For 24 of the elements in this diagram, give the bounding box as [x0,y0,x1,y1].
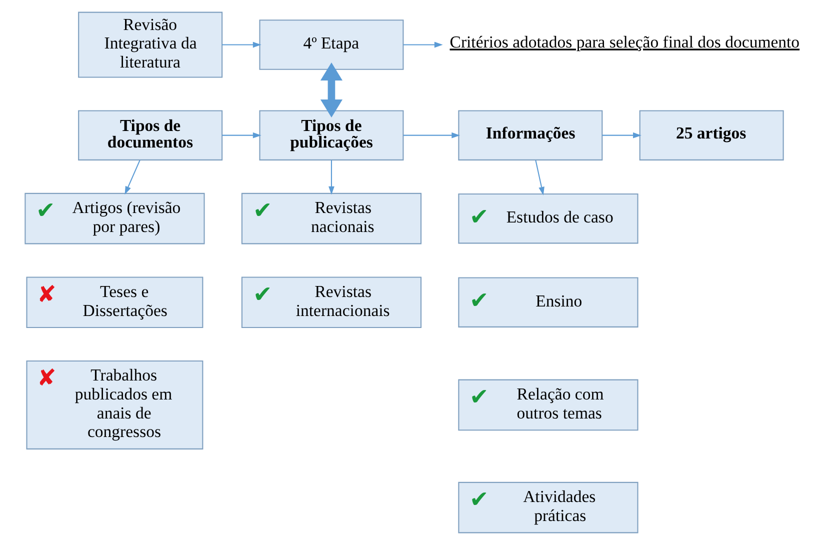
node-box: Tipos de publicações [258,110,404,160]
node-box: ✘ Trabalhos publicados em anais de congressos [26,360,203,450]
arrow [222,42,261,48]
node-box: ✔ Ensino [458,277,638,328]
node-box: ✔ Estudos de caso [458,193,638,244]
node-box: ✔ Revistas internacionais [240,276,422,328]
arrow [402,132,460,138]
node-box: ✔ Revistas nacionais [240,192,422,244]
arrow [602,132,641,138]
node-box: Tipos de documentos [78,110,222,160]
node-box: ✔ Atividades práticas [458,482,638,534]
node-box: Revisão Integrativa da literatura [78,12,222,78]
node-box: ✔ Relação com outros temas [458,379,638,431]
node-box: Informações [458,110,602,160]
node-box: 25 artigos [638,110,784,160]
arrow [534,160,544,196]
arrow [402,42,442,48]
arrow [320,62,342,118]
node-box: ✘ Teses e Dissertações [26,276,203,328]
arrow [222,132,261,138]
arrow [124,160,140,195]
node-box: 4º Etapa [258,20,404,70]
node-text: Critérios adotados para seleção final dos documento [449,32,800,52]
arrow [328,160,334,195]
